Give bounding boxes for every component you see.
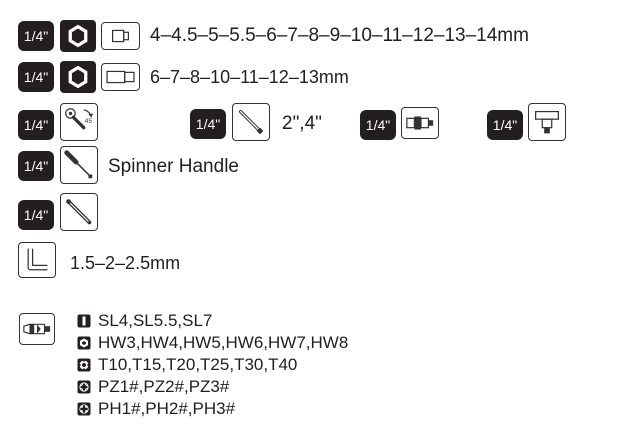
bit-holder-icon (60, 193, 98, 231)
bit-sizes: T10,T15,T20,T25,T30,T40 (98, 355, 298, 374)
spinner-handle-icon (60, 146, 98, 184)
svg-text:45: 45 (85, 118, 93, 125)
phillips-bit-icon (77, 402, 91, 416)
bit-sizes: SL4,SL5.5,SL7 (98, 311, 213, 330)
pozidriv-bit-icon (77, 380, 91, 394)
hex-key-sizes: 1.5–2–2.5mm (70, 253, 181, 273)
hex-socket-icon (60, 61, 96, 93)
spinner-handle-label: Spinner Handle (108, 156, 239, 177)
torx-bit-icon (77, 358, 91, 372)
universal-joint-icon (401, 107, 439, 139)
ratchet-wrench-icon: 45 (60, 103, 98, 141)
bit-list-item: HW3,HW4,HW5,HW6,HW7,HW8 (77, 332, 348, 354)
hex-bit-icon (77, 336, 91, 350)
hex-socket-icon (60, 20, 96, 52)
drive-size-badge: 1/4" (18, 110, 54, 140)
bit-sizes: PZ1#,PZ2#,PZ3# (98, 377, 230, 396)
screwdriver-bit-icon (19, 313, 55, 345)
drive-size-badge: 1/4" (190, 109, 226, 139)
drive-size-badge: 1/4" (18, 62, 54, 92)
hex-key-icon (18, 242, 56, 278)
bit-sizes: PH1#,PH2#,PH3# (98, 399, 236, 418)
drive-size-badge: 1/4" (360, 110, 396, 140)
short-sockets-sizes: 4–4.5–5–5.5–6–7–8–9–10–11–12–13–14mm (150, 25, 529, 46)
drive-size-badge: 1/4" (487, 110, 523, 140)
deep-socket-side-icon (101, 63, 140, 91)
slotted-bit-icon (77, 314, 91, 328)
extension-bar-icon (232, 103, 270, 141)
drive-size-badge: 1/4" (18, 200, 54, 230)
deep-sockets-sizes: 6–7–8–10–11–12–13mm (150, 67, 349, 87)
bit-sizes: HW3,HW4,HW5,HW6,HW7,HW8 (98, 333, 349, 352)
bit-list-item: PH1#,PH2#,PH3# (77, 398, 235, 420)
adapter-icon (528, 103, 566, 141)
drive-size-badge: 1/4" (18, 151, 54, 181)
bit-list-item: T10,T15,T20,T25,T30,T40 (77, 354, 297, 376)
bit-list-item: SL4,SL5.5,SL7 (77, 310, 212, 332)
extension-bar-sizes: 2",4" (282, 113, 322, 134)
bit-list-item: PZ1#,PZ2#,PZ3# (77, 376, 229, 398)
short-socket-side-icon (101, 22, 140, 50)
drive-size-badge: 1/4" (18, 21, 54, 51)
